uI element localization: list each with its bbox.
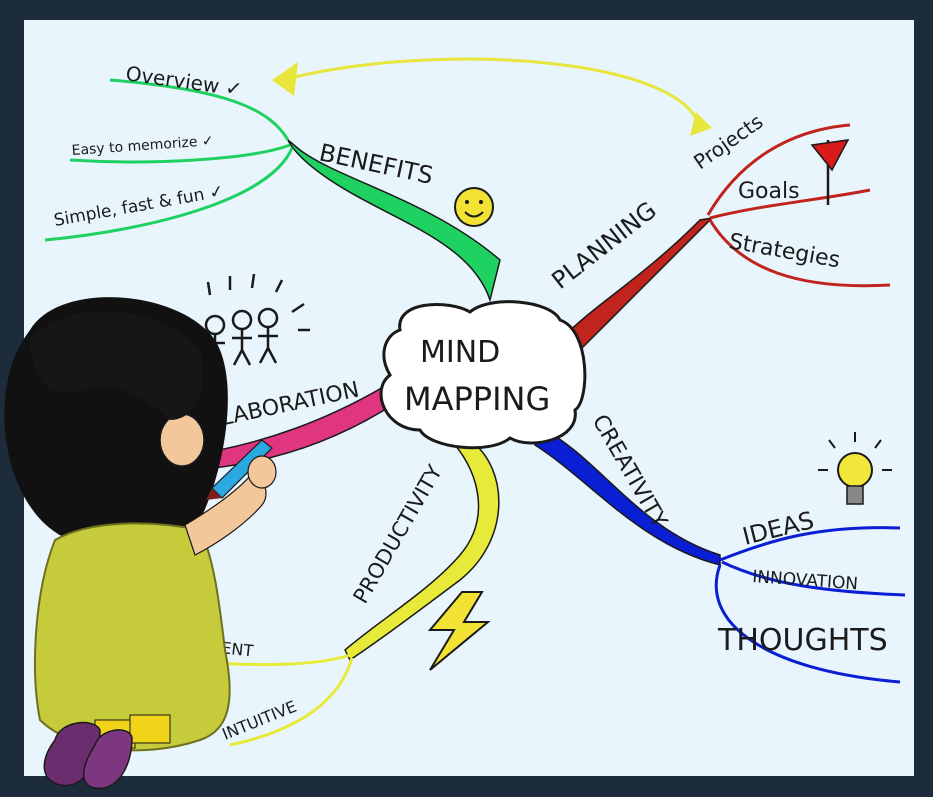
red-flag-icon [810,139,850,205]
creativity-item-thoughts: THOUGHTS [717,623,888,658]
smiley-icon [454,187,494,227]
planning-item-goals: Goals [738,179,800,204]
center-title-line2: MAPPING [404,380,550,418]
center-title-line1: MIND [420,335,500,370]
lightning-icon [427,591,491,671]
girl-drawing-icon [4,297,277,789]
center-node: MIND MAPPING [379,300,587,450]
feedback-arrow [272,57,712,136]
lightbulb-icon [818,432,892,505]
